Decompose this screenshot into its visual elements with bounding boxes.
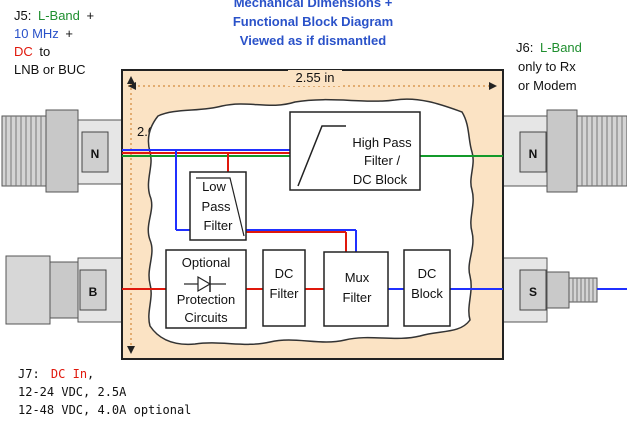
right-n-plate <box>519 131 547 173</box>
j5-plus-2: + <box>65 26 73 41</box>
j6-label-line-1: J6: L-Band <box>516 40 582 55</box>
right-n-nut <box>546 109 578 193</box>
j5-target: LNB or BUC <box>14 62 86 77</box>
left-n-letter: N <box>91 147 100 161</box>
low-pass-filter-block: Low Pass Filter <box>189 171 247 241</box>
j7-label-line-3: 12-48 VDC, 4.0A optional <box>18 403 191 417</box>
j5-plus-1: + <box>87 8 95 23</box>
right-s-connector: S <box>502 257 627 323</box>
left-n-threads <box>5 116 42 186</box>
j6-label-line-2: only to Rx <box>518 59 576 74</box>
right-s-thread-body <box>568 277 598 303</box>
dcf-label-2: Filter <box>270 286 300 301</box>
signal-lines <box>122 149 503 290</box>
j7-id: J7: <box>18 367 40 381</box>
j5-label-line-1: J5: L-Band + <box>14 8 94 23</box>
lpf-symbol <box>196 177 245 237</box>
dc-block-block: DC Block <box>403 249 451 327</box>
width-dimension: 2.55 in <box>128 70 497 90</box>
left-b-plate <box>79 269 107 311</box>
j7-dc: DC In <box>51 367 87 381</box>
mux-label-1: Mux <box>345 270 370 285</box>
prot-label-2: Protection <box>177 292 236 307</box>
hpf-label-2: Filter / <box>364 153 401 168</box>
prot-label-1: Optional <box>182 255 231 270</box>
header-line-1: Mechanical Dimensions + <box>234 0 393 10</box>
header-line-2: Functional Block Diagram <box>233 14 393 29</box>
left-b-body <box>5 255 51 325</box>
j7-label-line-2: 12-24 VDC, 2.5A <box>18 385 127 399</box>
prot-label-3: Circuits <box>184 310 228 325</box>
j5-to: to <box>39 44 50 59</box>
right-s-nut <box>546 271 570 309</box>
j5-band: L-Band <box>38 8 80 23</box>
hpf-symbol <box>297 125 346 187</box>
hpf-label-3: DC Block <box>353 172 408 187</box>
j6-id: J6: <box>516 40 533 55</box>
dcb-label-2: Block <box>411 286 443 301</box>
left-b-letter: B <box>89 285 98 299</box>
mux-label-2: Filter <box>343 290 373 305</box>
lpf-label-3: Filter <box>204 218 234 233</box>
width-label: 2.55 in <box>295 70 334 85</box>
right-n-letter: N <box>529 147 538 161</box>
diode-icon <box>184 275 226 293</box>
right-n-connector: N <box>502 109 627 193</box>
right-s-threads <box>572 278 594 302</box>
j5-ref: 10 MHz <box>14 26 59 41</box>
left-n-nut <box>45 109 79 193</box>
j5-id: J5: <box>14 8 31 23</box>
mux-filter-block: Mux Filter <box>323 251 389 327</box>
dcf-label-1: DC <box>275 266 294 281</box>
left-b-collar <box>49 261 79 319</box>
j5-dc: DC <box>14 44 33 59</box>
lpf-label-1: Low <box>202 179 226 194</box>
right-n-threads <box>581 116 623 186</box>
left-n-connector: N <box>1 109 123 193</box>
j5-label-line-2: 10 MHz + <box>14 26 73 41</box>
left-b-connector: B <box>5 255 123 325</box>
hpf-label-1: High Pass <box>352 135 412 150</box>
j7-comma: , <box>87 367 94 381</box>
dc-filter-block: DC Filter <box>262 249 306 327</box>
high-pass-filter-block: High Pass Filter / DC Block <box>289 111 421 191</box>
protection-circuits-block: Optional Protection Circuits <box>165 249 247 329</box>
dcb-label-1: DC <box>418 266 437 281</box>
j7-label-line-1: J7: DC In, <box>18 367 94 381</box>
j6-label-line-3: or Modem <box>518 78 577 93</box>
left-n-thread-body <box>1 115 47 187</box>
header-line-3: Viewed as if dismantled <box>240 33 386 48</box>
j6-band: L-Band <box>540 40 582 55</box>
lpf-label-2: Pass <box>202 199 231 214</box>
right-s-plate <box>519 269 547 311</box>
j5-label-line-3: DC to <box>14 44 50 59</box>
right-s-letter: S <box>529 285 537 299</box>
left-n-plate <box>81 131 109 173</box>
